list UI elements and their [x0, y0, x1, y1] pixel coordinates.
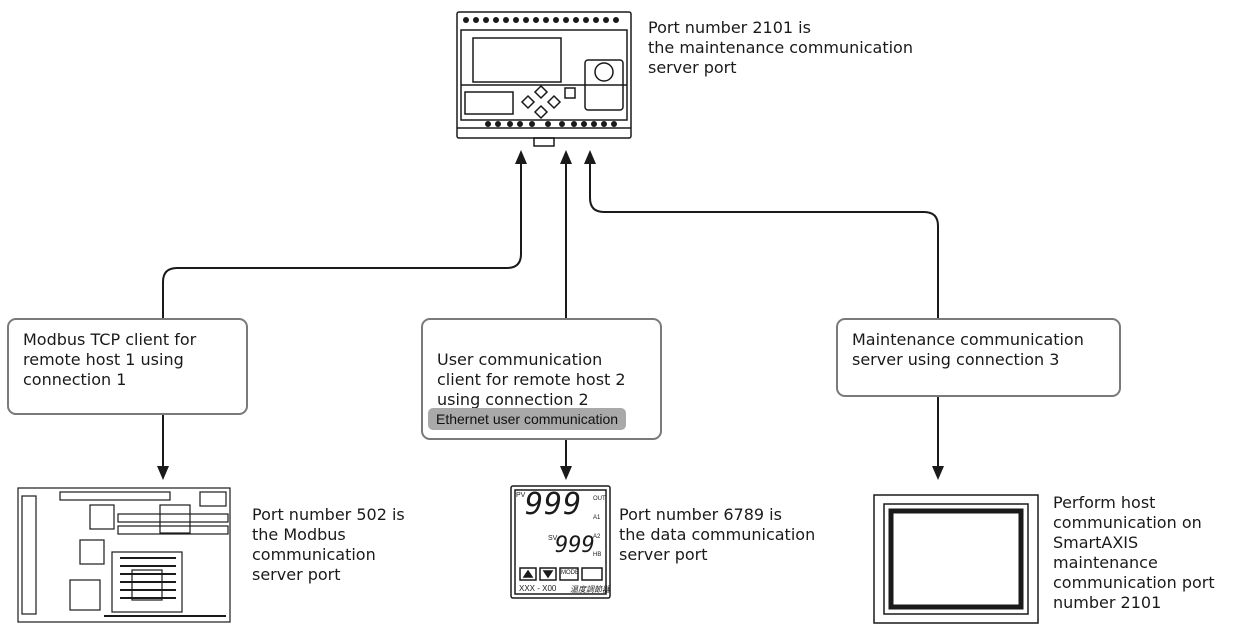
controller-model-label: XXX - X00 [519, 584, 557, 593]
arrowhead-pc [157, 466, 169, 480]
controller-pv-label: PV [516, 492, 526, 499]
modbus-port-label: Port number 502 is the Modbus communicat… [252, 505, 405, 584]
arrowhead-2 [560, 150, 572, 164]
arrowhead-3 [584, 150, 596, 164]
controller-pv-display: 999 [525, 487, 583, 522]
plc-terminals [463, 17, 619, 127]
controller-sv-display: 999 [555, 533, 595, 558]
hmi-panel-drawing [873, 494, 1039, 624]
modbus-client-box: Modbus TCP client for remote host 1 usin… [7, 318, 248, 415]
arrowhead-1 [515, 150, 527, 164]
connection-1-line [162, 162, 522, 318]
controller-mode-key: MODE [561, 570, 579, 576]
arrowhead-controller [560, 466, 572, 480]
user-client-text: User communication client for remote hos… [437, 350, 626, 409]
connection-3-line [589, 162, 939, 318]
pc-board-ram-slots [104, 557, 226, 617]
data-port-label: Port number 6789 is the data communicati… [619, 505, 816, 564]
ethernet-user-communication-badge: Ethernet user communication [428, 408, 627, 430]
plc-device-drawing [456, 11, 632, 147]
controller-kanji-label: 温度調節器 [570, 585, 610, 594]
controller-led-a1: A1 [593, 515, 601, 521]
controller-sv-label: SV [548, 535, 558, 542]
controller-led-hb: HB [593, 552, 602, 558]
controller-led-out: OUT [593, 496, 606, 502]
server-port-label: Port number 2101 is the maintenance comm… [648, 18, 913, 77]
controller-led-a2: A2 [593, 534, 601, 540]
arrowhead-hmi [932, 466, 944, 480]
maintenance-server-box: Maintenance communication server using c… [836, 318, 1121, 397]
temperature-controller-drawing [510, 485, 611, 599]
host-communication-label: Perform host communication on SmartAXIS … [1053, 493, 1215, 612]
pc-board-drawing [17, 487, 231, 623]
